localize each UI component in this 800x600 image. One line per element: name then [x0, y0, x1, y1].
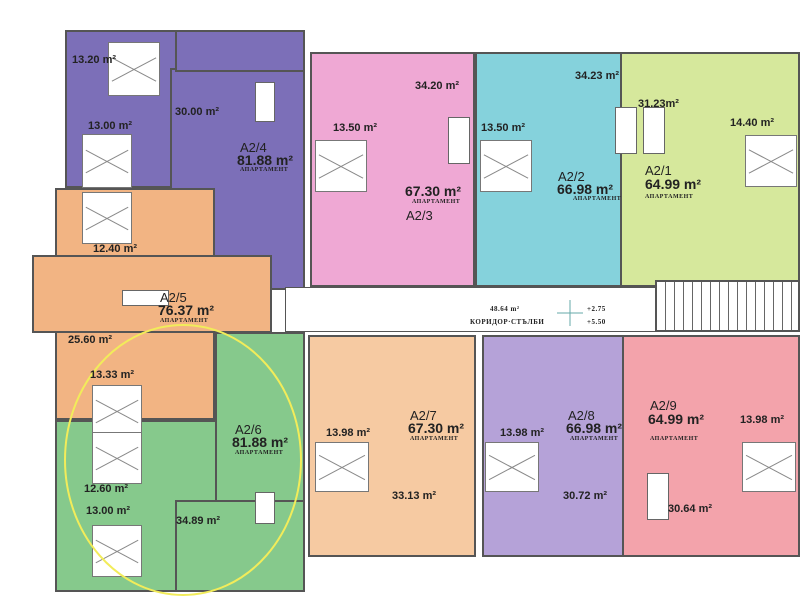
room-area: 14.40 m²: [730, 117, 775, 129]
room-area: 13.33 m²: [90, 369, 135, 381]
room-area: 31.23m²: [638, 98, 679, 110]
apartment-type: АПАРТАМЕНТ: [645, 194, 694, 200]
apartment-type: АПАРТАМЕНТ: [240, 167, 289, 173]
staircase: [655, 280, 800, 332]
bed-icon: [92, 432, 142, 484]
room-area: 13.00 m²: [88, 120, 133, 132]
room-area: 34.23 m²: [575, 70, 620, 82]
bed-icon: [742, 442, 796, 492]
level-mark: +5.50: [587, 318, 606, 326]
room-area: 13.98 m²: [500, 427, 545, 439]
apartment-a2-3[interactable]: [310, 52, 475, 287]
bed-icon: [92, 525, 142, 577]
apartment-area: 81.88 m²: [232, 434, 289, 450]
room-area: 13.98 m²: [740, 414, 785, 426]
apartment-code: A2/4: [240, 140, 267, 155]
sofa-icon: [643, 107, 665, 154]
sofa-icon: [647, 473, 669, 520]
bed-icon: [82, 134, 132, 188]
corridor: [285, 287, 657, 332]
table-icon: [255, 492, 275, 524]
bed-icon: [315, 442, 369, 492]
apartment-code: A2/9: [650, 398, 677, 413]
apartment-area: 66.98 m²: [566, 420, 623, 436]
room-area: 13.50 m²: [333, 122, 378, 134]
table-icon: [122, 290, 169, 306]
room-area: 13.50 m²: [481, 122, 526, 134]
apartment-a2-4-terrace: [175, 30, 305, 72]
bed-icon: [315, 140, 367, 192]
apartment-type: АПАРТАМЕНТ: [410, 436, 459, 442]
corridor-label: КОРИДОР·СТЪЛБИ: [470, 318, 545, 326]
apartment-code: A2/6: [235, 422, 262, 437]
apartment-area: 64.99 m²: [648, 411, 705, 427]
apartment-code: A2/2: [558, 169, 585, 184]
room-area: 30.64 m²: [668, 503, 713, 515]
apartment-type: АПАРТАМЕНТ: [235, 450, 284, 456]
room-area: 13.00 m²: [86, 505, 131, 517]
apartment-code: A2/5: [160, 290, 187, 305]
bed-icon: [82, 192, 132, 244]
bed-icon: [480, 140, 532, 192]
apartment-area: 67.30 m²: [405, 183, 462, 199]
apartment-code: A2/3: [406, 208, 433, 223]
apartment-code: A2/7: [410, 408, 437, 423]
apartment-area: 66.98 m²: [557, 181, 614, 197]
sofa-icon: [448, 117, 470, 164]
bed-icon: [485, 442, 539, 492]
room-area: 30.72 m²: [563, 490, 608, 502]
apartment-a2-6-lower: [175, 500, 305, 592]
room-area: 25.60 m²: [68, 334, 113, 346]
room-area: 12.60 m²: [84, 483, 129, 495]
bed-icon: [92, 385, 142, 437]
apartment-type: АПАРТАМЕНТ: [160, 318, 209, 324]
room-area: 34.20 m²: [415, 80, 460, 92]
sofa-icon: [615, 107, 637, 154]
room-area: 13.20 m²: [72, 54, 117, 66]
room-area: 30.00 m²: [175, 106, 220, 118]
level-mark: +2.75: [587, 305, 606, 313]
apartment-area: 81.88 m²: [237, 152, 294, 168]
apartment-area: 64.99 m²: [645, 176, 702, 192]
room-area: 13.98 m²: [326, 427, 371, 439]
apartment-type: АПАРТАМЕНТ: [412, 199, 461, 205]
room-area: 12.40 m²: [93, 243, 138, 255]
room-area: 33.13 m²: [392, 490, 437, 502]
bed-icon: [745, 135, 797, 187]
apartment-type: АПАРТАМЕНТ: [570, 436, 619, 442]
room-area: 34.89 m²: [176, 515, 221, 527]
apartment-a2-9[interactable]: [622, 335, 800, 557]
apartment-area: 76.37 m²: [158, 302, 215, 318]
apartment-type: АПАРТАМЕНТ: [573, 196, 622, 202]
table-icon: [255, 82, 275, 122]
apartment-type: АПАРТАМЕНТ: [650, 436, 699, 442]
apartment-area: 67.30 m²: [408, 420, 465, 436]
apartment-code: A2/1: [645, 163, 672, 178]
corridor-area: 48.64 m²: [490, 305, 520, 313]
bed-icon: [108, 42, 160, 96]
apartment-code: A2/8: [568, 408, 595, 423]
